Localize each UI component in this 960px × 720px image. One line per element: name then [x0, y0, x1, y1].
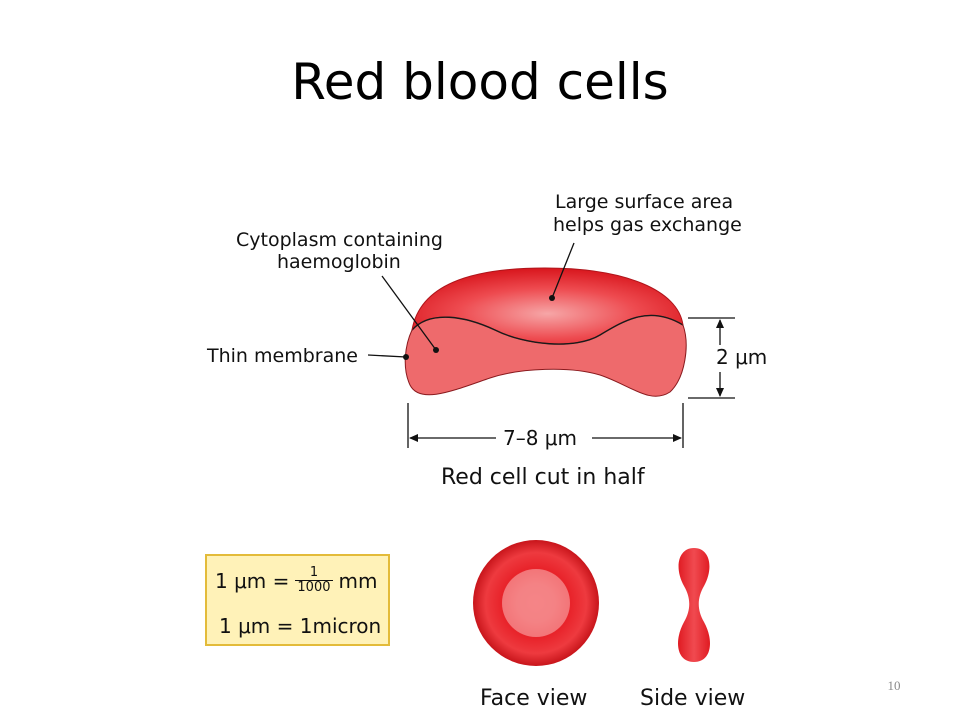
- unit-fraction-denominator: 1000: [295, 580, 333, 595]
- leader-cytoplasm-dot: [433, 347, 439, 353]
- cell-membrane-line: [411, 314, 684, 345]
- label-membrane: Thin membrane: [206, 345, 358, 367]
- caption-cut-half: Red cell cut in half: [441, 465, 646, 490]
- label-cytoplasm-line1: Cytoplasm containing: [236, 229, 443, 251]
- height-arrowhead-top: [716, 319, 724, 328]
- unit-row-mm-left: 1 μm =: [215, 568, 290, 593]
- label-height: 2 μm: [716, 345, 767, 369]
- leader-membrane: [367, 354, 407, 358]
- page-number: 10: [887, 678, 901, 693]
- unit-conversion-box: 1 μm = 1 1000 mm 1 μm = 1micron: [205, 554, 390, 646]
- height-arrowhead-bottom: [716, 388, 724, 397]
- leader-cytoplasm: [381, 275, 437, 351]
- unit-row-mm: 1 μm = 1 1000 mm: [215, 566, 377, 595]
- cell-outline: [411, 267, 684, 331]
- leader-surface-dot: [549, 295, 555, 301]
- unit-row-micron: 1 μm = 1micron: [219, 614, 381, 638]
- label-surface-line2: helps gas exchange: [553, 214, 742, 236]
- leader-surface: [551, 242, 575, 299]
- width-arrowhead-right: [673, 434, 682, 442]
- caption-side-view: Side view: [640, 686, 745, 711]
- face-view-center: [502, 569, 570, 637]
- unit-fraction: 1 1000: [295, 565, 333, 595]
- slide-title: Red blood cells: [291, 53, 669, 111]
- cell-top-surface: [412, 268, 683, 345]
- label-cytoplasm-line2: haemoglobin: [277, 251, 401, 273]
- unit-row-mm-right: mm: [338, 568, 378, 593]
- side-view-cell: [678, 548, 710, 662]
- unit-row-micron-text: 1 μm = 1micron: [219, 614, 382, 638]
- width-arrowhead-left: [409, 434, 418, 442]
- unit-fraction-numerator: 1: [309, 565, 319, 580]
- leader-membrane-dot: [403, 354, 409, 360]
- caption-face-view: Face view: [480, 686, 587, 711]
- label-width: 7–8 μm: [503, 426, 577, 450]
- label-surface-line1: Large surface area: [555, 191, 733, 213]
